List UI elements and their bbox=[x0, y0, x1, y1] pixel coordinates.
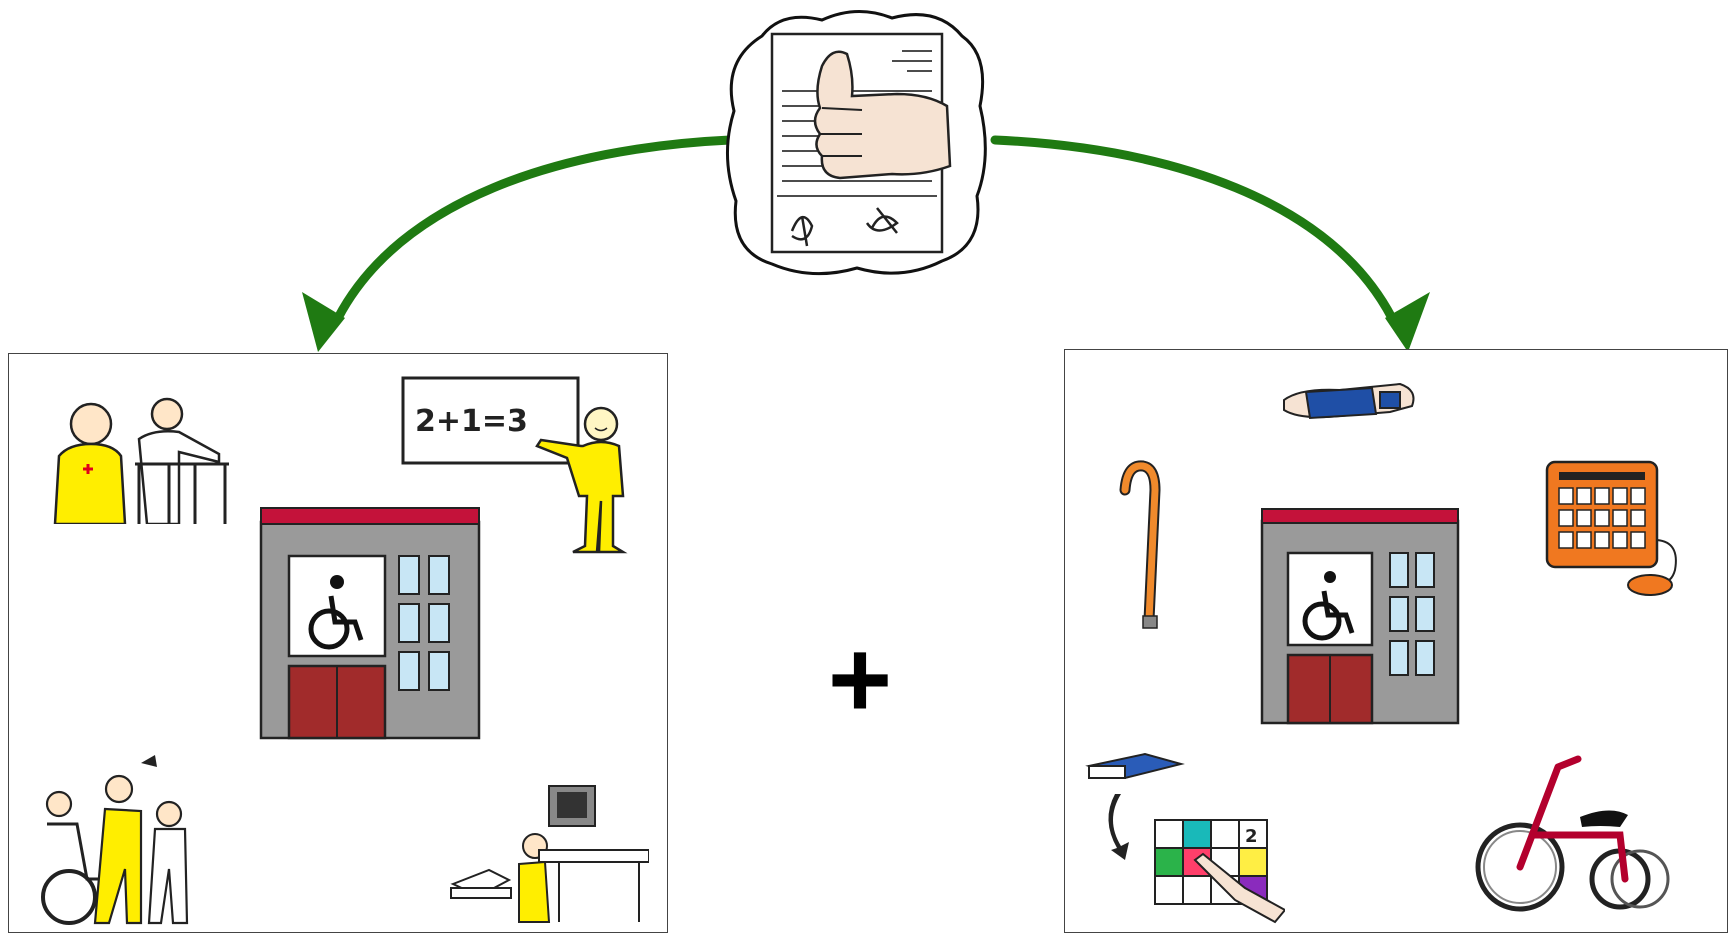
right-panel: 2 bbox=[1064, 349, 1728, 933]
arrowhead-left bbox=[302, 292, 345, 352]
symbol-board-digit: 2 bbox=[1245, 826, 1258, 847]
communication-board-icon bbox=[1545, 460, 1695, 600]
plus-operator: + bbox=[827, 618, 893, 741]
nurse-helping-person-walk-icon bbox=[39, 394, 239, 524]
group-with-wheelchair-user-icon bbox=[29, 749, 204, 929]
wrist-splint-icon bbox=[1280, 370, 1420, 430]
signed-agreement-thumbs-up-icon bbox=[722, 6, 992, 278]
binder-to-symbol-board-icon: 2 bbox=[1085, 750, 1285, 925]
walking-cane-icon bbox=[1115, 460, 1165, 630]
arrow-to-right-panel bbox=[990, 135, 1397, 323]
teacher-at-whiteboard-icon: 2+1=3 bbox=[401, 376, 641, 556]
person-at-computer-desk-icon bbox=[449, 784, 649, 924]
arrowhead-right bbox=[1385, 292, 1430, 352]
accessible-building-icon bbox=[259, 504, 481, 740]
whiteboard-text: 2+1=3 bbox=[415, 404, 528, 439]
left-panel: 2+1=3 bbox=[8, 353, 668, 933]
accessible-building-icon bbox=[1260, 505, 1460, 725]
tricycle-icon bbox=[1470, 755, 1670, 915]
arrow-to-left-panel bbox=[333, 135, 735, 323]
